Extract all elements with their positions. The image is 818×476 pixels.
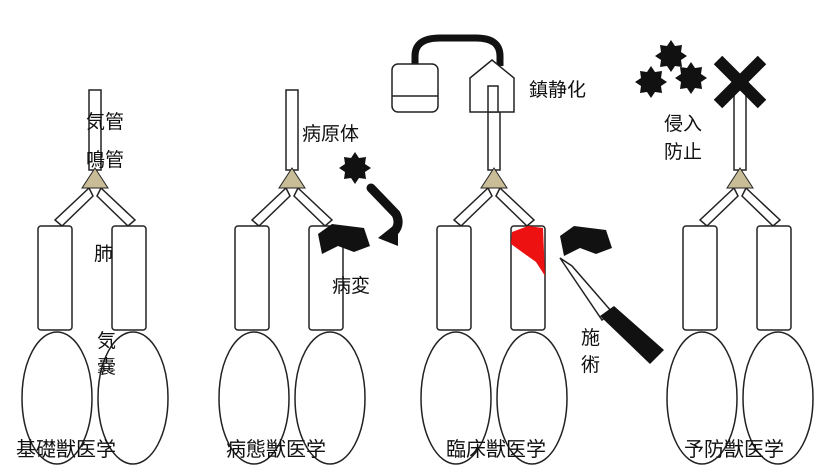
caption-clinical: 臨床獣医学 bbox=[446, 437, 546, 461]
caption-pathology: 病態獣医学 bbox=[226, 437, 326, 461]
prevention-label-2: 防止 bbox=[664, 141, 702, 163]
scalpel-icon bbox=[559, 257, 664, 364]
caption-basic: 基礎獣医学 bbox=[16, 437, 116, 461]
cross-icon bbox=[713, 55, 767, 109]
prevention-label-1: 侵入 bbox=[664, 113, 702, 135]
panel-clinical: 鎮静化 施 術 臨床獣医学 bbox=[391, 34, 664, 465]
pathogen-label: 病原体 bbox=[302, 123, 359, 145]
surgery-label-1: 施 bbox=[581, 327, 600, 349]
sedation-label: 鎮静化 bbox=[529, 79, 586, 101]
airsac-label-2: 嚢 bbox=[97, 356, 116, 378]
panel-basic: 気管 鳴管 肺 気 嚢 基礎獣医学 bbox=[16, 89, 169, 465]
panel-pathology: 病原体 病変 病態獣医学 bbox=[218, 89, 403, 465]
syrinx-label: 鳴管 bbox=[86, 149, 124, 171]
airsac-label-1: 気 bbox=[97, 330, 116, 352]
caption-preventive: 予防獣医学 bbox=[684, 437, 784, 461]
pathogen-icon bbox=[635, 40, 707, 98]
lesion-icon bbox=[318, 224, 370, 254]
anesthesia-machine-icon bbox=[391, 34, 515, 113]
lesion-icon bbox=[560, 226, 612, 256]
lesion-red-icon bbox=[511, 226, 545, 276]
surgery-label-2: 術 bbox=[581, 354, 600, 376]
trachea-label: 気管 bbox=[86, 111, 124, 133]
pathogen-icon bbox=[339, 152, 371, 184]
lung-label: 肺 bbox=[94, 243, 113, 265]
lesion-label: 病変 bbox=[332, 275, 370, 297]
panel-preventive: 侵入 防止 予防獣医学 bbox=[635, 40, 814, 465]
